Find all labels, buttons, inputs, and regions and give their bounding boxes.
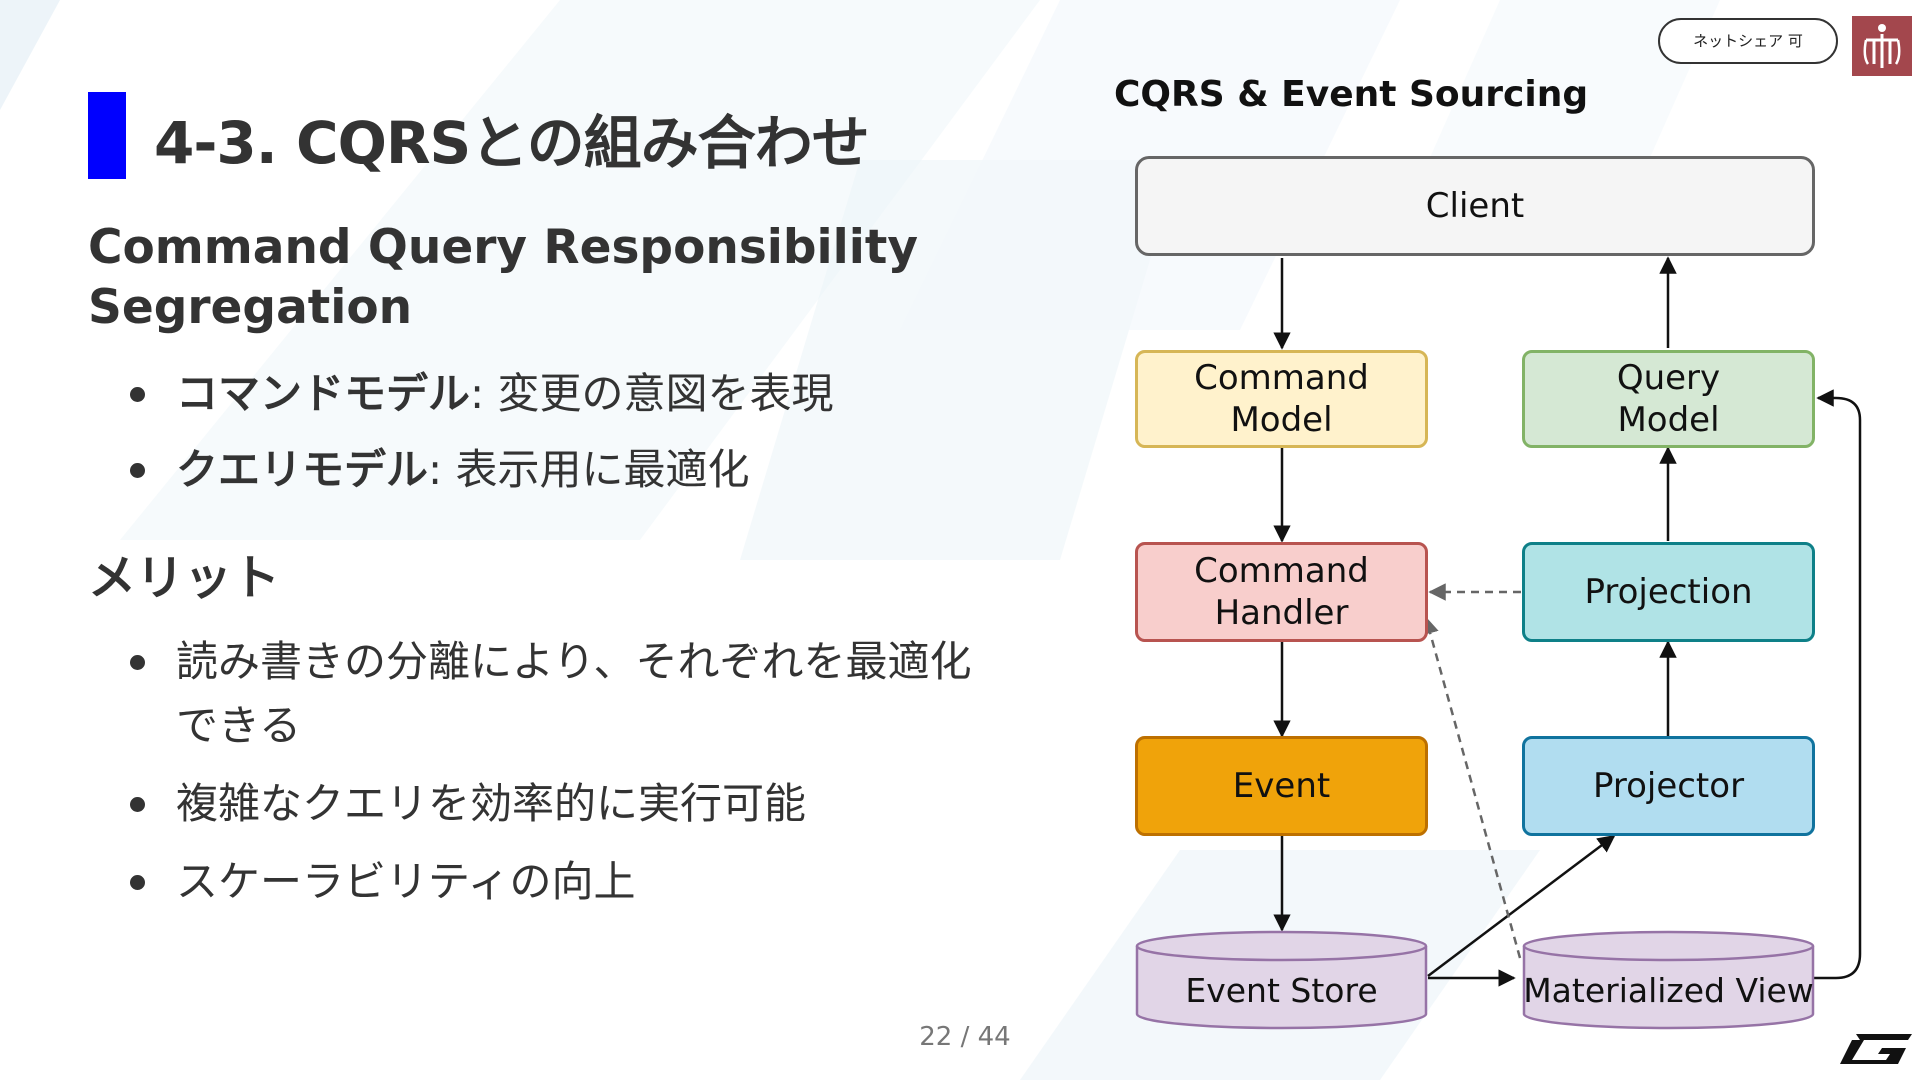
page-number: 22 / 44 (919, 1022, 1011, 1052)
merit-list: 読み書きの分離により、それぞれを最適化できる 複雑なクエリを効率的に実行可能 ス… (88, 630, 988, 928)
share-badge: ネットシェア 可 (1658, 18, 1838, 64)
bullet-dot-icon (130, 875, 145, 890)
slide-title: 4-3. CQRSとの組み合わせ (154, 109, 870, 177)
node-event: Event (1135, 736, 1428, 836)
list-item: 読み書きの分離により、それぞれを最適化できる (88, 630, 988, 758)
bullet-dot-icon (130, 387, 145, 402)
merit-text: 読み書きの分離により、それぞれを最適化できる (176, 637, 972, 750)
node-label: Materialized View (1523, 970, 1814, 1010)
bullet-dot-icon (130, 463, 145, 478)
node-materialized-view: Materialized View (1522, 930, 1815, 1030)
list-item: スケーラビリティの向上 (88, 850, 988, 914)
node-client: Client (1135, 156, 1815, 256)
model-term: コマンドモデル (176, 369, 471, 418)
database-cylinder-icon (1135, 930, 1428, 1030)
node-label: Projector (1592, 766, 1745, 806)
node-command-model: Command Model (1135, 350, 1428, 448)
list-item: 複雑なクエリを効率的に実行可能 (88, 772, 988, 836)
title-accent-bar (88, 92, 126, 179)
node-projector: Projector (1522, 736, 1815, 836)
node-label: Projection (1584, 572, 1753, 612)
node-command-handler: Command Handler (1135, 542, 1428, 642)
list-item: コマンドモデル: 変更の意図を表現 (88, 362, 988, 426)
node-label: Client (1425, 186, 1525, 226)
dashed-arrow-view-to-handler (1421, 616, 1522, 959)
model-term: クエリモデル (176, 445, 429, 494)
diagram-connectors (1273, 256, 1862, 987)
node-label: Event Store (1185, 970, 1378, 1010)
cqrs-diagram: Client Command Model Query Model Command… (1120, 146, 1880, 1036)
node-label: Command Handler (1194, 551, 1369, 633)
arrow-view-to-query-model (1814, 389, 1862, 980)
diagram-title: CQRS & Event Sourcing (1114, 74, 1589, 115)
node-event-store: Event Store (1135, 930, 1428, 1030)
node-query-model: Query Model (1522, 350, 1815, 448)
node-label: Query Model (1616, 358, 1721, 440)
merit-text: スケーラビリティの向上 (176, 857, 636, 906)
slide-subtitle: Command Query Responsibility Segregation (88, 220, 918, 335)
node-label: Command Model (1194, 358, 1369, 440)
node-projection: Projection (1522, 542, 1815, 642)
model-list: コマンドモデル: 変更の意図を表現 クエリモデル: 表示用に最適化 (88, 362, 988, 514)
bullet-dot-icon (130, 797, 145, 812)
database-cylinder-icon (1522, 930, 1815, 1030)
brand-logo-icon (1838, 1032, 1912, 1066)
list-item: クエリモデル: 表示用に最適化 (88, 438, 988, 502)
arrow-store-to-projector (1427, 834, 1616, 977)
model-description: : 変更の意図を表現 (470, 369, 834, 418)
bullet-dot-icon (130, 655, 145, 670)
logo-icon (1852, 16, 1912, 76)
node-label: Event (1232, 766, 1331, 806)
model-description: : 表示用に最適化 (428, 445, 750, 494)
merits-heading: メリット (88, 550, 281, 606)
merit-text: 複雑なクエリを効率的に実行可能 (176, 779, 807, 828)
